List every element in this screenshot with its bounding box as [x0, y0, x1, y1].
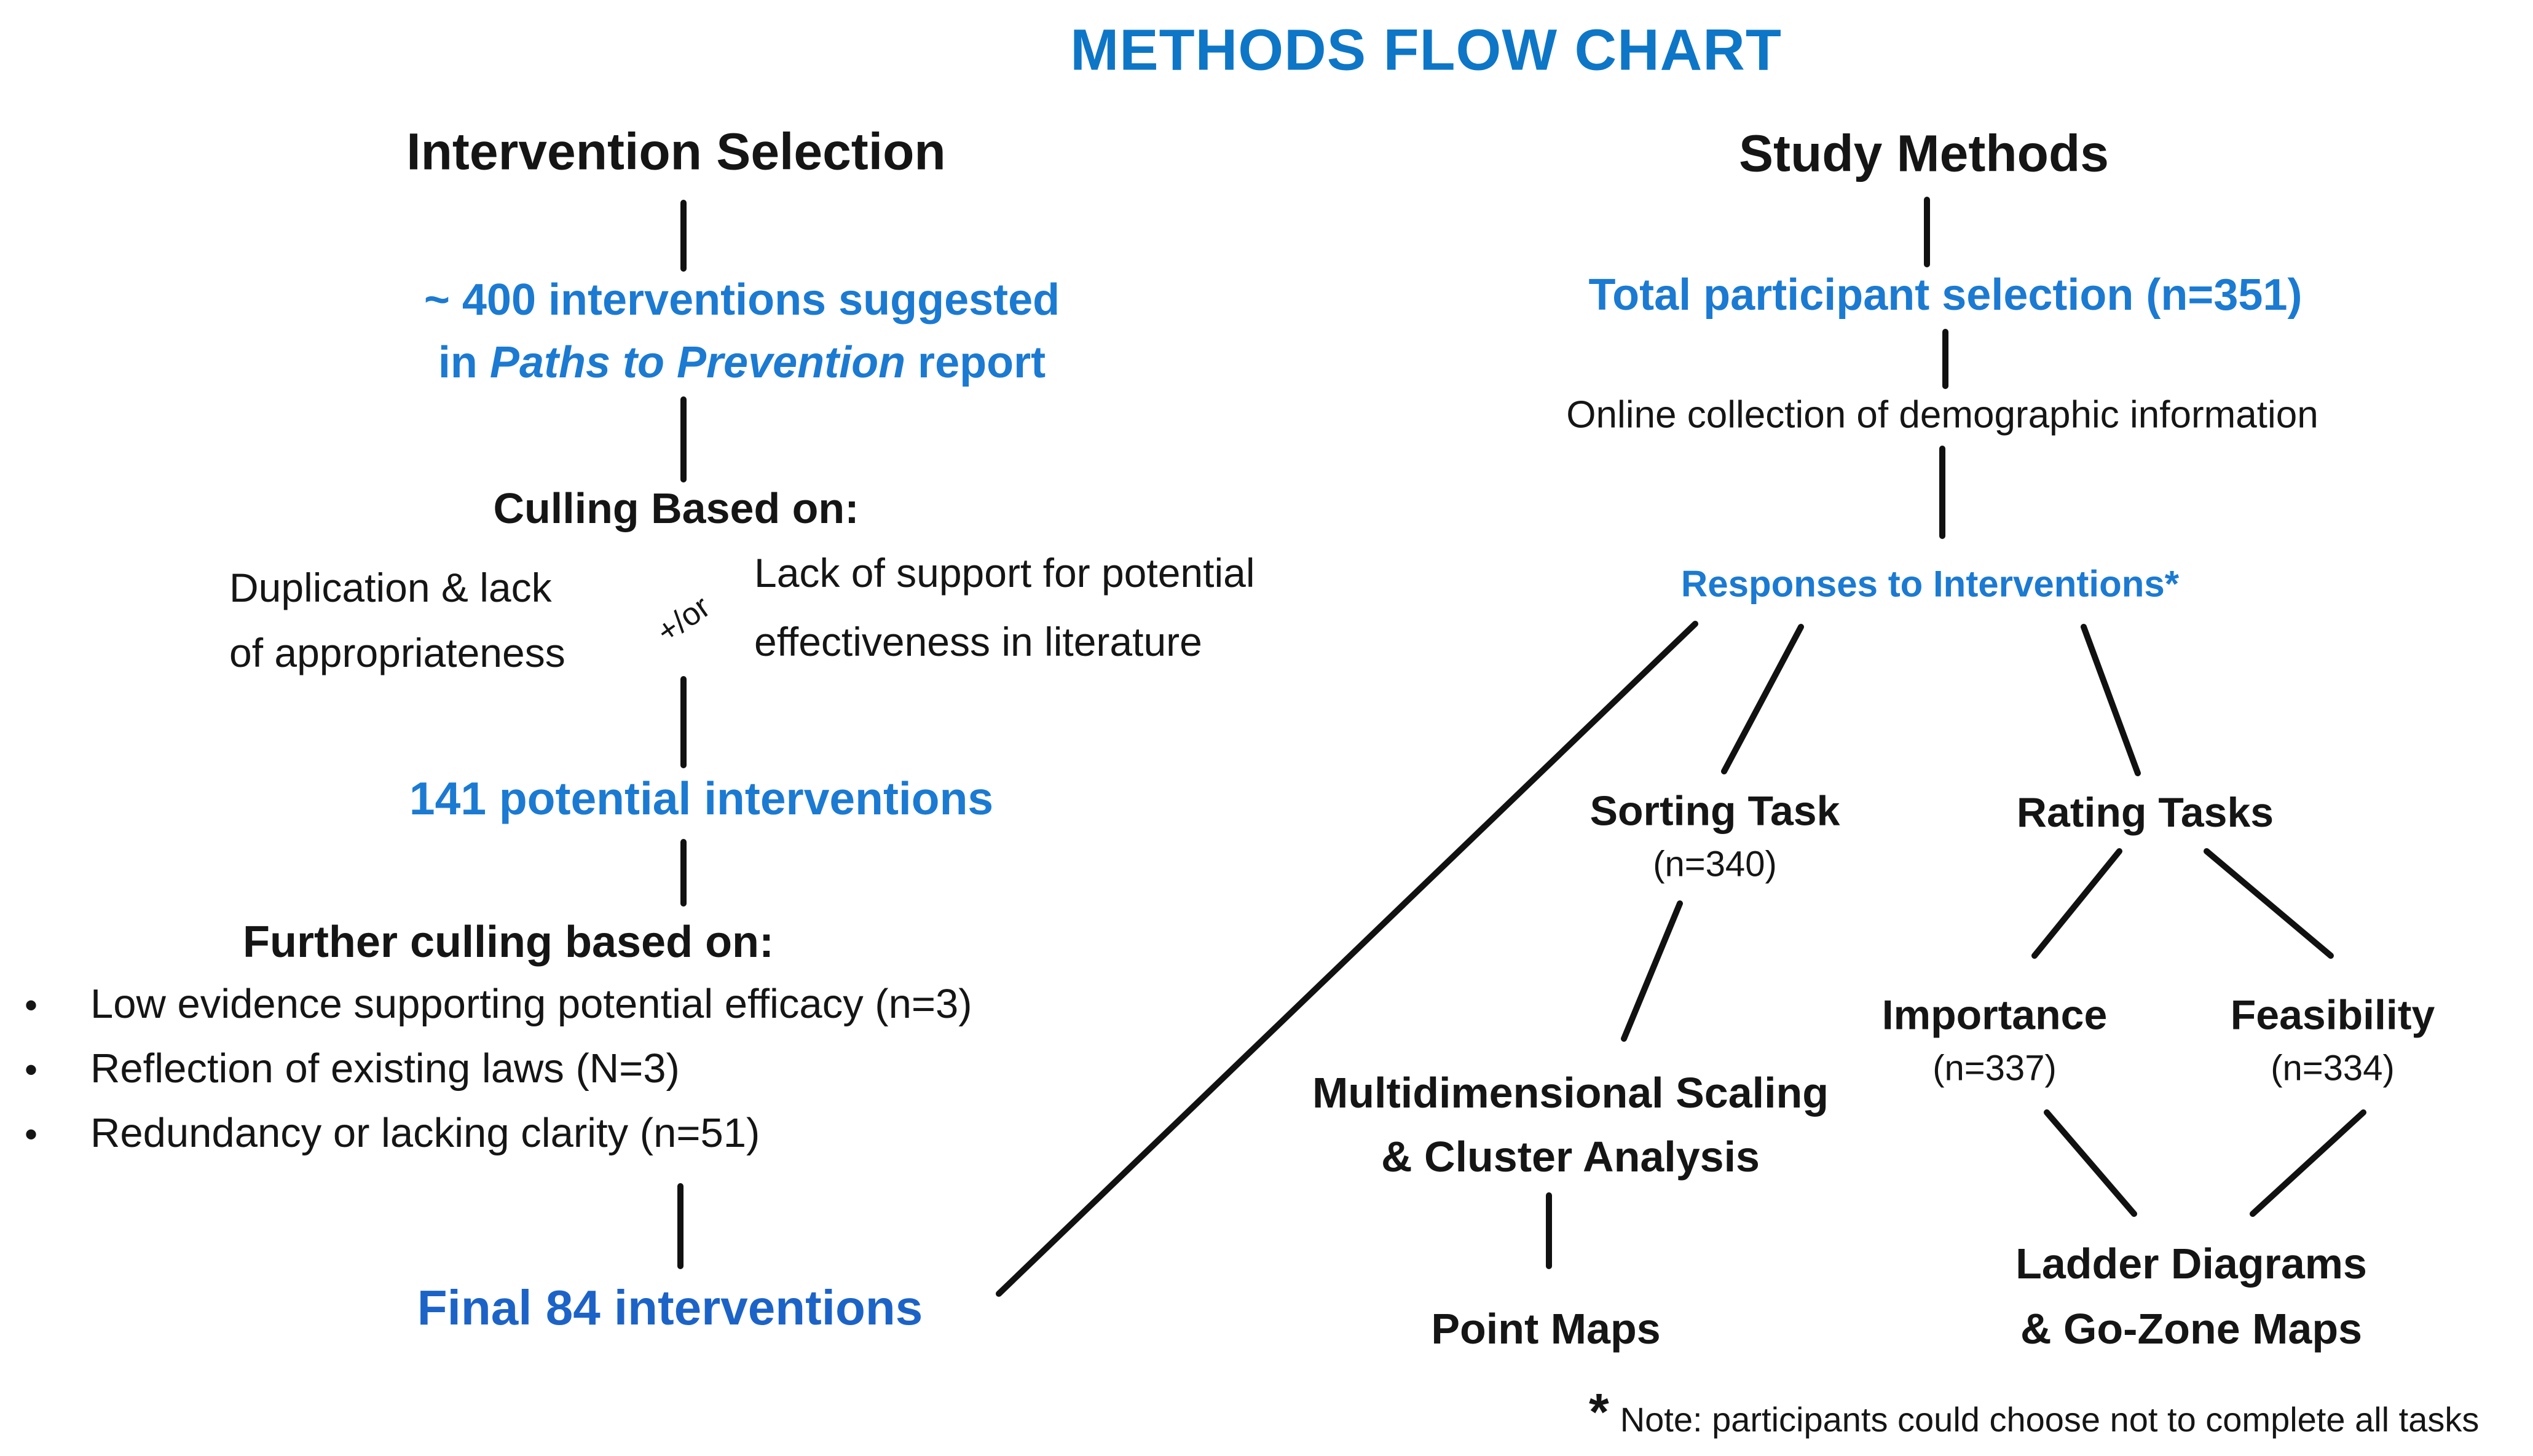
further-culling-header: Further culling based on:: [242, 918, 774, 967]
suggested-interventions-node: ~ 400 interventions suggested in Paths t…: [424, 269, 1060, 394]
ladder-line1: Ladder Diagrams: [2015, 1240, 2367, 1288]
connector-line: [2081, 624, 2141, 776]
online-collection-node: Online collection of demographic informa…: [1566, 393, 2318, 436]
sorting-task-node: Sorting Task (n=340): [1590, 787, 1840, 885]
bullet-text: Low evidence supporting potential effica…: [90, 981, 972, 1027]
total-participant-selection-node: Total participant selection (n=351): [1588, 270, 2303, 320]
culling-reason-left: Duplication & lack of appropriateness: [229, 555, 565, 685]
bullet-icon: •: [25, 985, 38, 1026]
further-culling-bullet-list: • Low evidence supporting potential effi…: [25, 980, 972, 1174]
connector-line: [2044, 1109, 2137, 1217]
culling-left-line1: Duplication & lack: [229, 565, 552, 610]
connector-line: [2204, 848, 2334, 959]
bullet-icon: •: [25, 1049, 38, 1090]
chart-title: METHODS FLOW CHART: [1070, 17, 1782, 83]
bullet-item: • Redundancy or lacking clarity (n=51): [25, 1109, 972, 1174]
footnote: * Note: participants could choose not to…: [1589, 1386, 2479, 1439]
importance-node: Importance (n=337): [1882, 991, 2108, 1089]
culling-right-line1: Lack of support for potential: [754, 550, 1255, 596]
bullet-text: Redundancy or lacking clarity (n=51): [90, 1110, 760, 1156]
importance-label: Importance: [1881, 991, 2108, 1039]
intervention-selection-header: Intervention Selection: [406, 122, 946, 181]
culling-reason-right: Lack of support for potential effectiven…: [754, 538, 1255, 676]
connector-line: [2250, 1109, 2366, 1217]
ladder-line2: & Go-Zone Maps: [2020, 1305, 2363, 1353]
feasibility-node: Feasibility (n=334): [2231, 991, 2435, 1089]
suggested-line2: in Paths to Prevention report: [424, 331, 1060, 394]
study-methods-header: Study Methods: [1739, 124, 2109, 183]
connector-line: [996, 621, 1698, 1297]
suggested-line2-suffix: report: [905, 338, 1046, 387]
mds-line2: & Cluster Analysis: [1381, 1133, 1760, 1181]
suggested-line1: ~ 400 interventions suggested: [423, 275, 1060, 325]
feasibility-label: Feasibility: [2230, 991, 2435, 1039]
importance-n: (n=337): [1932, 1048, 2057, 1088]
bullet-item: • Low evidence supporting potential effi…: [25, 980, 972, 1045]
connector-line: [1721, 624, 1804, 774]
potential-interventions-node: 141 potential interventions: [409, 773, 994, 824]
multidimensional-scaling-node: Multidimensional Scaling & Cluster Analy…: [1312, 1061, 1829, 1189]
bullet-item: • Reflection of existing laws (N=3): [25, 1045, 972, 1109]
connector-line: [2031, 848, 2122, 959]
feasibility-n: (n=334): [2271, 1048, 2395, 1088]
mds-line1: Multidimensional Scaling: [1312, 1069, 1829, 1117]
culling-right-line2: effectiveness in literature: [754, 619, 1202, 664]
culling-header: Culling Based on:: [493, 484, 859, 532]
bullet-text: Reflection of existing laws (N=3): [90, 1045, 680, 1092]
footnote-asterisk: *: [1589, 1383, 1609, 1441]
bullet-icon: •: [25, 1114, 38, 1155]
report-title-italic: Paths to Prevention: [489, 338, 906, 387]
rating-tasks-node: Rating Tasks: [2016, 789, 2274, 836]
sorting-task-n: (n=340): [1653, 844, 1777, 884]
culling-left-line2: of appropriateness: [229, 630, 565, 675]
point-maps-node: Point Maps: [1431, 1305, 1661, 1353]
final-interventions-node: Final 84 interventions: [417, 1280, 923, 1335]
responses-to-interventions-node: Responses to Interventions*: [1680, 563, 2180, 605]
footnote-text: Note: participants could choose not to c…: [1620, 1400, 2480, 1439]
ladder-diagrams-node: Ladder Diagrams & Go-Zone Maps: [2015, 1231, 2367, 1361]
sorting-task-label: Sorting Task: [1590, 787, 1840, 835]
suggested-line2-prefix: in: [438, 338, 490, 387]
connector-line: [1621, 900, 1683, 1042]
